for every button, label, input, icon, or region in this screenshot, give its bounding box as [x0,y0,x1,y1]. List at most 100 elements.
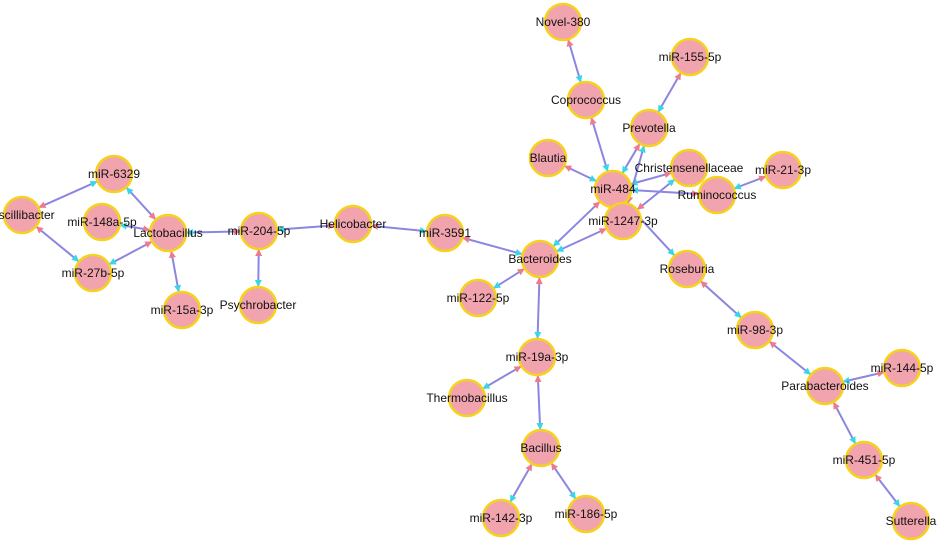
node-label: miR-451-5p [833,453,896,467]
node-blautia[interactable]: Blautia [528,138,568,178]
node-mir3591[interactable]: miR-3591 [419,213,471,253]
edge-arrow-source [592,201,601,209]
edge-arrow-target [536,422,544,431]
node-mir19a[interactable]: miR-19a-3p [506,337,569,377]
node-mir15a[interactable]: miR-15a-3p [151,290,214,330]
node-label: miR-148a-5p [67,215,137,229]
edge-line [630,189,700,195]
edge-arrow-target [849,436,856,445]
node-circle [447,378,487,418]
node-mir484[interactable]: miR-484 [590,169,636,209]
edge-arrow-source [876,370,885,378]
edge-line [536,374,542,431]
edge-line [38,180,98,209]
node-mir98[interactable]: miR-98-3p [727,310,783,350]
edge-line [630,171,672,186]
node-label: miR-6329 [88,167,140,181]
node-circle [566,80,606,120]
edge-arrow-target [71,254,80,262]
edge-mir204-psychrobacter [254,248,263,288]
edge-arrow-source [169,250,176,259]
edge-line [832,401,857,445]
node-ruminococcus[interactable]: Ruminococcus [678,175,757,215]
node-mir186[interactable]: miR-186-5p [555,494,618,534]
node-circle [528,138,568,178]
node-mir451[interactable]: miR-451-5p [833,440,896,480]
node-mir142[interactable]: miR-142-3p [470,498,533,538]
node-psychrobacter[interactable]: Psychrobacter [220,285,297,325]
edge-bacteroides-mir19a [534,276,543,340]
node-label: miR-15a-3p [151,303,214,317]
node-label: miR-21-3p [755,163,811,177]
edge-mir3591-bacteroides [462,236,523,256]
edge-arrow-source [35,226,44,234]
edge-line [636,178,676,211]
edge-mir19a-thermobacillus [482,365,522,390]
node-helicobacter[interactable]: Helicobacter [320,204,387,244]
edge-line [657,72,682,113]
edge-line [108,240,153,266]
edge-mir204-lactobacillus [185,228,242,236]
node-roseburia[interactable]: Roseburia [660,249,715,289]
edge-arrow-source [566,39,574,47]
node-coprococcus[interactable]: Coprococcus [551,80,621,120]
edge-arrow-source [674,72,681,81]
node-label: Psychrobacter [220,298,297,312]
edge-mir144-parabacteroides [842,370,885,384]
edge-lactobacillus-mir148a [119,222,151,233]
edge-arrow-source [38,201,47,209]
node-mir6329[interactable]: miR-6329 [88,154,140,194]
edge-arrow-source [327,222,336,230]
node-circle [667,249,707,289]
node-label: Parabacteroides [781,379,868,393]
edge-arrow-target [588,175,597,182]
node-mir21[interactable]: miR-21-3p [755,150,811,190]
edge-mir19a-bacillus [534,374,544,431]
node-sutterella[interactable]: Sutterella [886,501,937,541]
edge-arrow-target [569,491,576,500]
node-lactobacillus[interactable]: Lactobacillus [133,213,203,253]
node-prevotella[interactable]: Prevotella [622,108,676,148]
node-circle [425,213,465,253]
edge-line [35,225,80,263]
edge-arrow-source [142,225,151,233]
edge-arrow-target [630,186,639,194]
edge-mir484-bacteroides [552,200,601,248]
edge-arrow-target [667,248,675,256]
node-mir155[interactable]: miR-155-5p [659,37,722,77]
edge-line [185,230,242,234]
edge-bacillus-mir142 [509,463,533,503]
edge-arrow-target [174,284,181,293]
node-mir204[interactable]: miR-204-5p [228,211,291,251]
node-circle [481,498,521,538]
edge-arrow-target [803,367,811,375]
node-novel380[interactable]: Novel-380 [536,2,591,42]
node-thermobacillus[interactable]: Thermobacillus [426,378,508,418]
edge-arrow-target [733,182,742,190]
node-oscillibacter[interactable]: Oscillibacter [0,195,55,235]
edge-arrow-source [691,190,700,198]
node-bacteroides[interactable]: Bacteroides [508,239,572,279]
edge-arrow-source [148,212,156,220]
node-label: Roseburia [660,262,715,276]
node-label: Helicobacter [320,217,387,231]
edge-arrow-target [514,249,523,256]
node-mir144[interactable]: miR-144-5p [871,348,934,388]
edge-arrow-target [734,310,742,318]
node-circle [239,211,279,251]
edge-line [699,280,743,319]
node-bacillus[interactable]: Bacillus [520,428,562,468]
node-mir1247[interactable]: miR-1247-3p [588,201,658,241]
edge-mir1247-christensenellaceae [636,178,676,211]
node-label: Novel-380 [536,15,591,29]
node-mir148a[interactable]: miR-148a-5p [67,202,137,242]
node-parabacteroides[interactable]: Parabacteroides [781,366,869,406]
node-label: miR-3591 [419,226,471,240]
node-mir122[interactable]: miR-122-5p [447,278,510,318]
node-christensenellaceae[interactable]: Christensenellaceae [635,148,744,188]
edge-arrow-target [667,179,675,187]
edge-ruminococcus-mir484 [630,186,700,198]
node-mir27b[interactable]: miR-27b-5p [62,253,125,293]
node-circle [520,239,560,279]
